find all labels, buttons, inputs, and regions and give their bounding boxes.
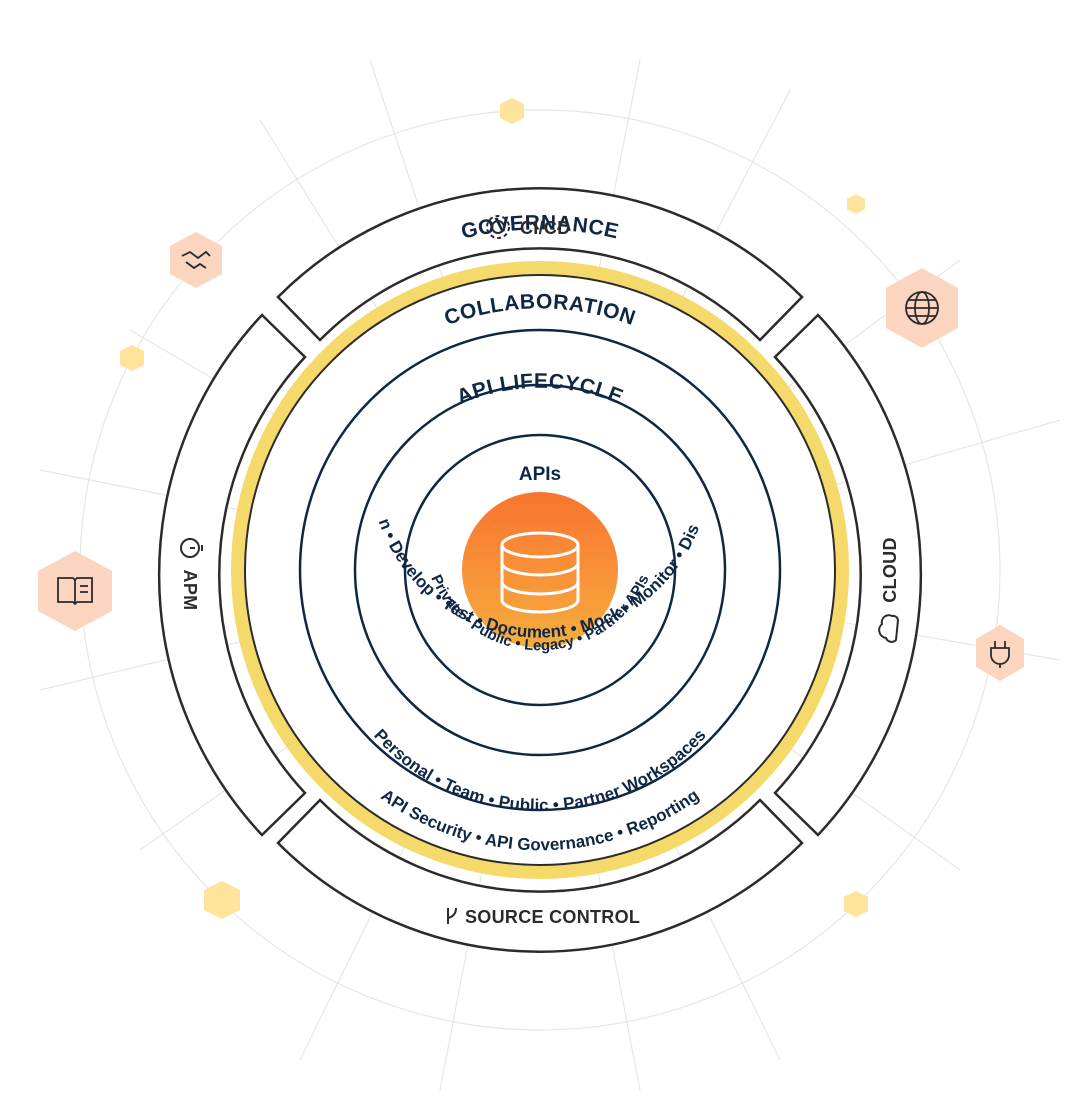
- core-circle: [462, 492, 618, 648]
- handshake-node: [170, 232, 222, 288]
- book-icon: [57, 577, 93, 606]
- gear-icon: [486, 215, 510, 239]
- plug-node: [976, 625, 1024, 681]
- cloud-label-group: CLOUD: [878, 537, 900, 643]
- plug-icon: [990, 641, 1010, 668]
- segment-cicd: [276, 187, 804, 342]
- orbit-nodes: [38, 98, 1024, 919]
- outer-frame: [157, 187, 923, 953]
- yellow-node: [847, 194, 865, 214]
- cloud-icon: [878, 614, 900, 643]
- apis-title: APIs: [519, 464, 561, 485]
- yellow-node: [204, 881, 240, 919]
- segment-source-control: [276, 798, 804, 953]
- segment-cloud: [773, 313, 923, 837]
- branch-icon: [447, 907, 457, 924]
- source-control-label-group: SOURCE CONTROL: [447, 907, 640, 927]
- cicd-label-group: CI/CD: [486, 215, 571, 239]
- globe-icon: [905, 291, 939, 325]
- segment-apm: [157, 313, 307, 837]
- stopwatch-icon: [180, 538, 203, 558]
- apm-label-group: APM: [180, 538, 203, 611]
- source-control-label: SOURCE CONTROL: [465, 907, 640, 927]
- handshake-icon: [181, 250, 211, 270]
- cloud-label: CLOUD: [880, 537, 900, 603]
- apm-label: APM: [180, 570, 200, 611]
- yellow-node: [120, 345, 144, 371]
- yellow-node: [844, 891, 868, 917]
- database-icon: [500, 531, 580, 614]
- cicd-label: CI/CD: [520, 218, 571, 238]
- yellow-node: [500, 98, 524, 124]
